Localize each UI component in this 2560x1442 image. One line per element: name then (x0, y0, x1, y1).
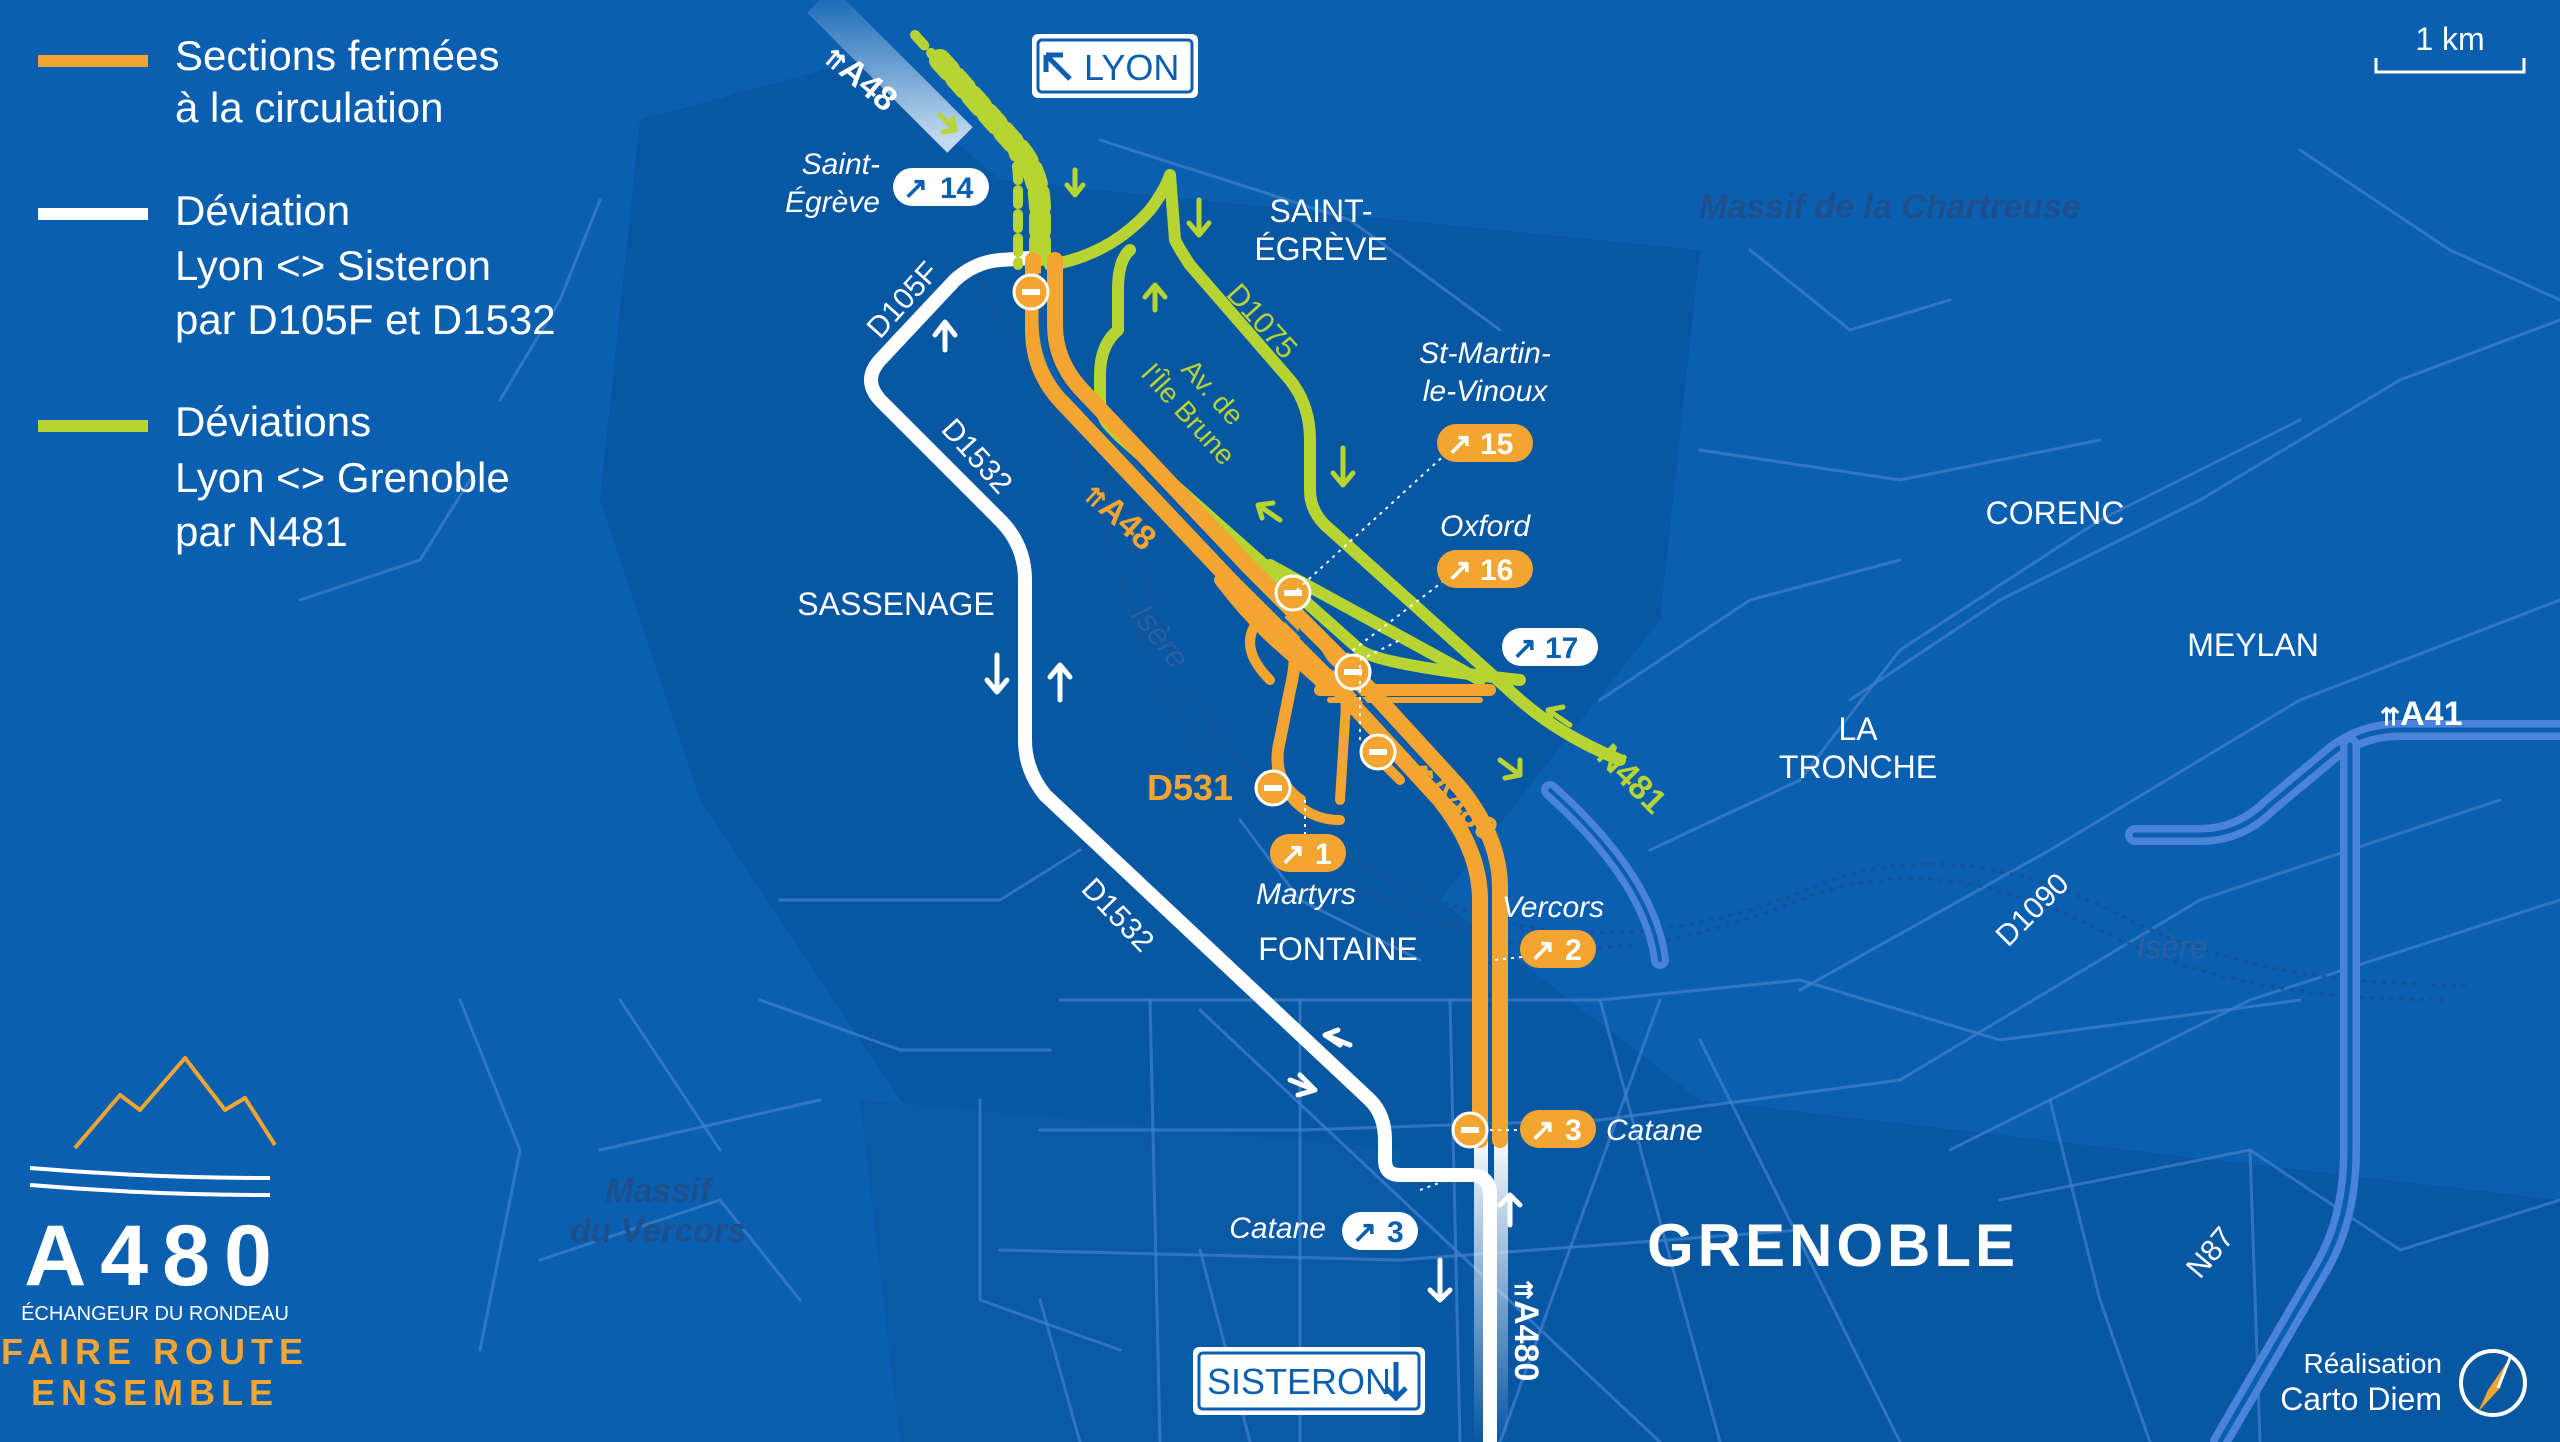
legend-closed-line1: Sections fermées (175, 32, 499, 79)
place-saint-egreve-1: SAINT- (1269, 193, 1372, 229)
place-corenc: CORENC (1986, 495, 2125, 531)
exit-icon: ↗ (1512, 632, 1537, 665)
legend-swatch-closed (38, 55, 148, 67)
closed-lane-separators (1042, 270, 1492, 1140)
compass-icon (2459, 1349, 2527, 1417)
exit-badge-3-west: ↗ 3 (1342, 1212, 1418, 1250)
credit: Réalisation Carto Diem (2280, 1348, 2527, 1417)
exit-icon: ↗ (1447, 554, 1472, 587)
exit-badge-16: ↗ 16 (1437, 550, 1533, 588)
legend-detour1-line3: par D105F et D1532 (175, 296, 556, 343)
scale-label: 1 km (2415, 21, 2484, 57)
exit-16-num: 16 (1480, 554, 1513, 587)
a480-south-white (1474, 1130, 1508, 1442)
closure-marker (1451, 1111, 1489, 1149)
a48-north-dashed (910, 30, 1051, 276)
exit-1-name: Martyrs (1256, 878, 1356, 911)
isere-river (978, 269, 2471, 1002)
credit-line2: Carto Diem (2280, 1381, 2442, 1417)
sign-sisteron-label: SISTERON (1207, 1361, 1391, 1402)
exit-icon: ↗ (1530, 934, 1555, 967)
closure-marker (1254, 769, 1292, 807)
sign-lyon-label: LYON (1084, 47, 1179, 88)
closure-markers (1012, 273, 1489, 1149)
place-chartreuse: Massif de la Chartreuse (1699, 188, 2081, 226)
exit-2-name: Vercors (1502, 891, 1604, 924)
exit-badge-17: ↗ 17 (1502, 628, 1598, 666)
closure-marker (1274, 574, 1312, 612)
logo-slogan-2: ENSEMBLE (31, 1372, 279, 1413)
legend-swatch-white (38, 208, 148, 220)
exit-3-name: Catane (1606, 1114, 1703, 1147)
arrow-up-left-icon (1043, 52, 1072, 81)
legend: Sections fermées à la circulation Déviat… (38, 32, 556, 555)
road-a41: ⇈A41 (2380, 695, 2462, 733)
place-fontaine: FONTAINE (1258, 931, 1417, 967)
exit-3w-num: 3 (1387, 1216, 1404, 1249)
exit-badge-3: ↗ 3 (1520, 1110, 1596, 1148)
legend-detour2-line3: par N481 (175, 508, 348, 555)
exit-badge-1: ↗ 1 (1270, 834, 1346, 872)
exit-1-num: 1 (1315, 838, 1332, 871)
detour-lyon-sisteron (864, 251, 1497, 1442)
road-d531: D531 (1147, 767, 1233, 808)
exit-2-num: 2 (1565, 934, 1582, 967)
logo-subtitle: ÉCHANGEUR DU RONDEAU (21, 1302, 289, 1325)
a41-highway (2125, 720, 2560, 1442)
exit-15-num: 15 (1480, 428, 1513, 461)
arrow-down-icon (1384, 1362, 1408, 1402)
exit-15-name-2: le-Vinoux (1423, 375, 1549, 408)
legend-swatch-green (38, 420, 148, 432)
exit-icon: ↗ (1352, 1216, 1377, 1249)
n481-highway (1541, 781, 1669, 969)
sign-sisteron: SISTERON (1193, 1347, 1425, 1415)
place-sassenage: SASSENAGE (797, 586, 994, 622)
logo-slogan-1: FAIRE ROUTE (1, 1331, 309, 1372)
exit-badge-2: ↗ 2 (1520, 930, 1596, 968)
exit-badge-14: ↗ 14 (893, 168, 989, 206)
mountain-icon (73, 1056, 277, 1150)
exit-17-num: 17 (1545, 632, 1578, 665)
scale-bar: 1 km (2374, 21, 2526, 74)
exit-3-num: 3 (1565, 1114, 1582, 1147)
legend-detour1-line2: Lyon <> Sisteron (175, 242, 491, 289)
place-vercors-2: du Vercors (570, 1212, 746, 1250)
exit-14-num: 14 (940, 172, 974, 205)
local-road-network (298, 138, 2560, 1442)
place-la-tronche-2: TRONCHE (1779, 749, 1937, 785)
place-la-tronche-1: LA (1838, 711, 1878, 747)
exit-3w-name: Catane (1229, 1212, 1326, 1245)
sign-lyon: LYON (1032, 34, 1198, 98)
exit-icon: ↗ (1447, 428, 1472, 461)
place-saint-egreve-2: ÉGRÈVE (1254, 231, 1387, 267)
legend-detour2-line1: Déviations (175, 398, 371, 445)
direction-arrows (932, 112, 1573, 1303)
closed-sections (1025, 252, 1508, 1148)
place-vercors-1: Massif (605, 1172, 714, 1210)
exit-icon: ↗ (903, 172, 928, 205)
exit-15-name-1: St-Martin- (1419, 337, 1551, 370)
exit-icon: ↗ (1530, 1114, 1555, 1147)
place-grenoble: GRENOBLE (1647, 1212, 2019, 1279)
exit-icon: ↗ (1280, 838, 1305, 871)
closure-marker (1334, 653, 1372, 691)
place-meylan: MEYLAN (2187, 627, 2319, 663)
closure-marker (1012, 273, 1050, 311)
legend-closed-line2: à la circulation (175, 84, 443, 131)
a480-logo: A480 ÉCHANGEUR DU RONDEAU FAIRE ROUTE EN… (1, 1056, 309, 1413)
credit-line1: Réalisation (2303, 1348, 2442, 1379)
exit-14-name-1: Saint- (802, 148, 880, 181)
legend-detour1-line1: Déviation (175, 187, 350, 234)
exit-badge-15: ↗ 15 (1437, 424, 1533, 462)
exit-16-name: Oxford (1440, 510, 1531, 543)
road-a480-bottom: ⇈A480 (1507, 1280, 1545, 1381)
legend-detour2-line2: Lyon <> Grenoble (175, 454, 510, 501)
river-isere-2: Isère (2136, 929, 2207, 965)
closure-marker (1359, 733, 1397, 771)
exit-14-name-2: Égrève (785, 186, 880, 219)
logo-title: A480 (24, 1208, 286, 1304)
a48-north-fade (807, 0, 973, 153)
exit-leader-lines (1296, 449, 1541, 1191)
